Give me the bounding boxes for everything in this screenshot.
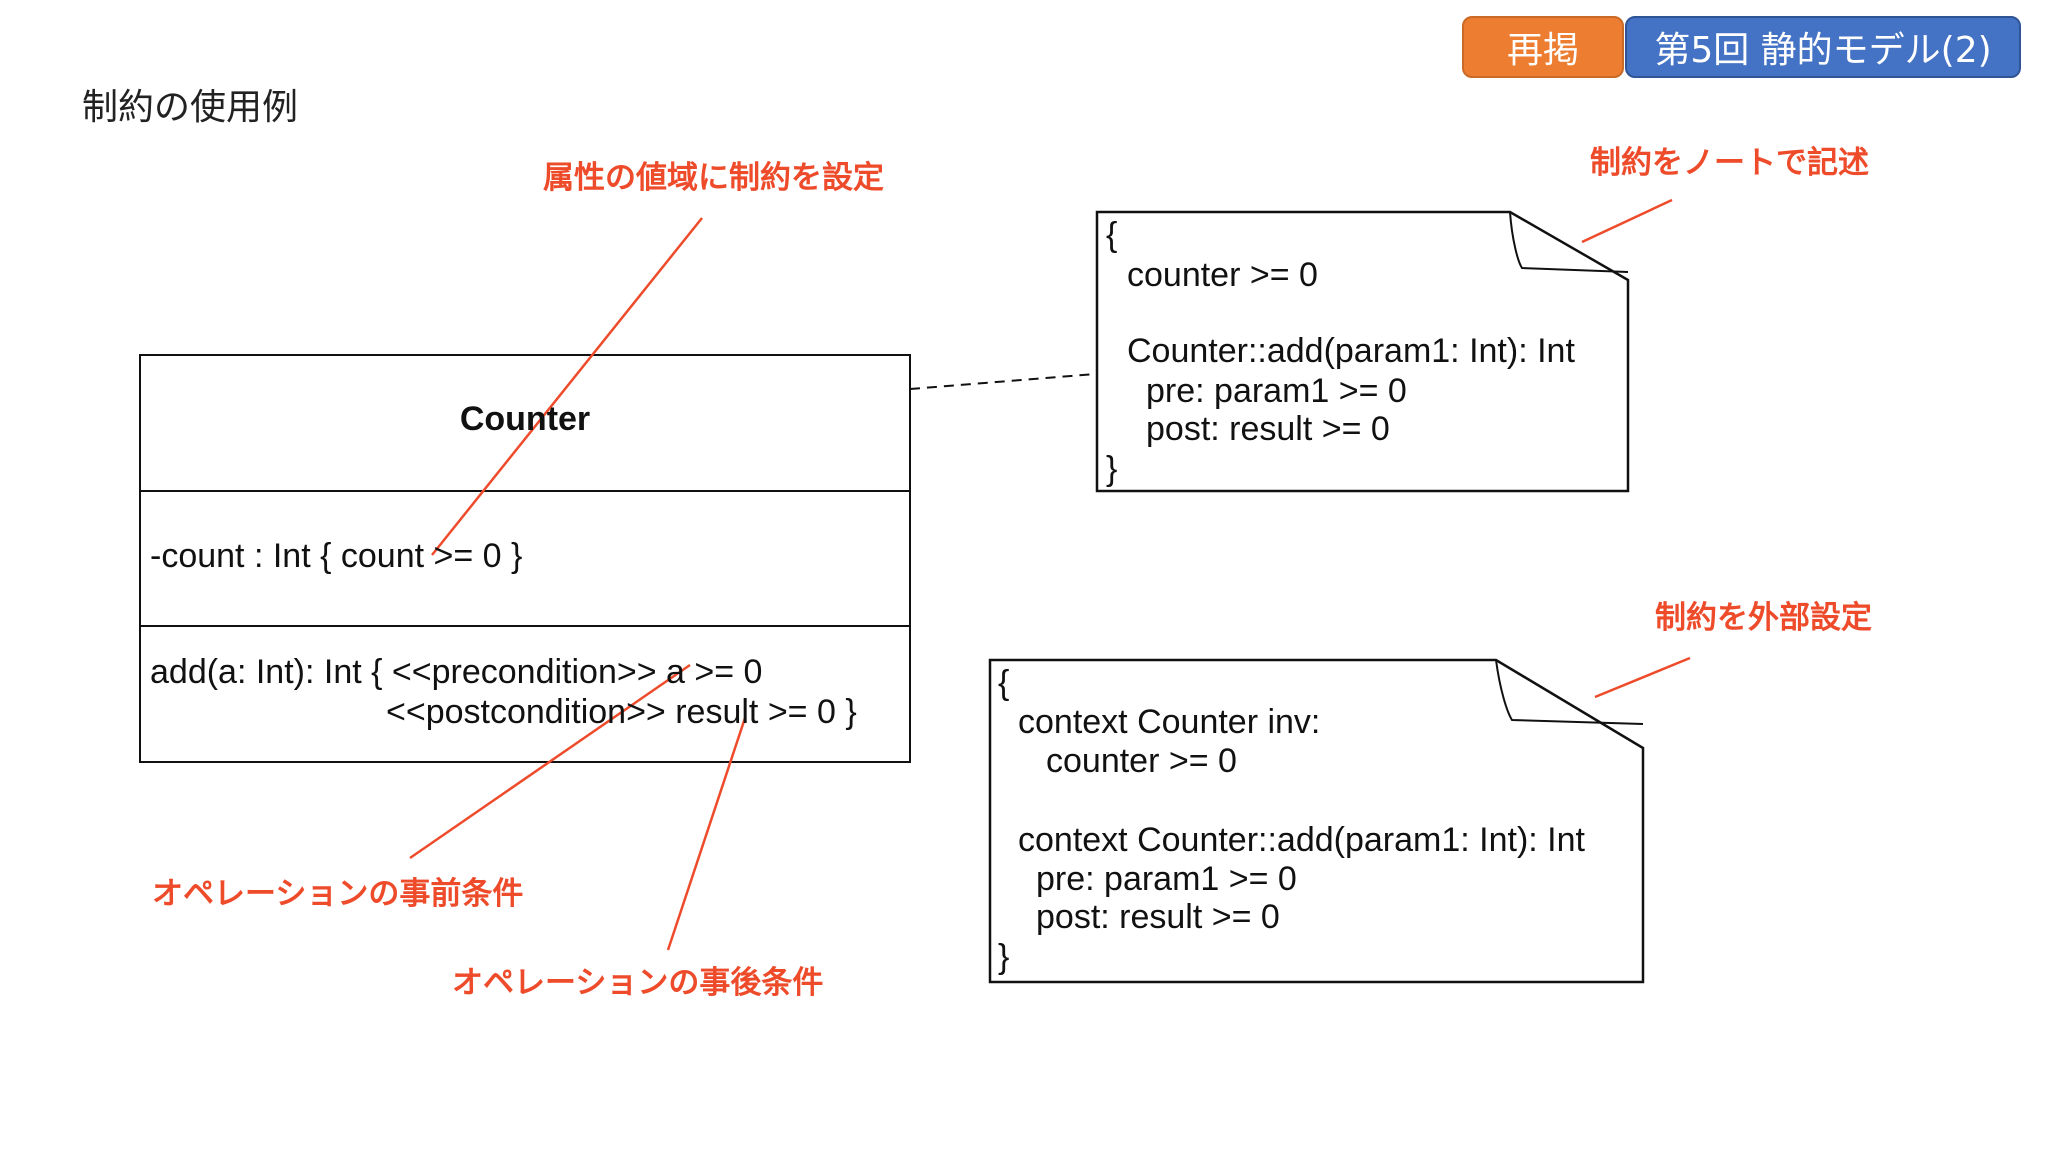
class-box	[139, 354, 911, 763]
note1-line2: Counter::add(param1: Int): Int	[1127, 332, 1575, 370]
note1-close-brace: }	[1106, 450, 1118, 488]
class-operation-line2: <<postcondition>> result >= 0 }	[386, 693, 857, 731]
class-operation-line1: add(a: Int): Int { <<precondition>> a >=…	[150, 653, 763, 691]
leader-post	[666, 717, 747, 951]
note1-line3: pre: param1 >= 0	[1146, 372, 1407, 410]
note2-line2: counter >= 0	[1046, 742, 1237, 780]
note2-line1: context Counter inv:	[1018, 703, 1321, 741]
note1-fold	[1509, 211, 1629, 273]
note2-fold	[1495, 659, 1644, 725]
annotation-postcondition: オペレーションの事後条件	[452, 965, 824, 1001]
leader-pre	[409, 663, 691, 860]
class-name: Counter	[459, 400, 591, 438]
note1-line1: counter >= 0	[1127, 256, 1318, 294]
slide-title: 制約の使用例	[82, 87, 299, 128]
leader-external	[1594, 656, 1691, 699]
note2-open-brace: {	[998, 664, 1010, 702]
annotation-external: 制約を外部設定	[1655, 600, 1872, 636]
class-attribute: -count : Int { count >= 0 }	[150, 537, 523, 575]
note1-open-brace: {	[1106, 216, 1118, 254]
note2-line5: post: result >= 0	[1036, 898, 1280, 936]
lecture-badge: 第5回 静的モデル(2)	[1625, 16, 2021, 78]
note1-box	[1095, 210, 1630, 493]
note2-line3: context Counter::add(param1: Int): Int	[1018, 821, 1585, 859]
note1-line4: post: result >= 0	[1146, 410, 1390, 448]
leader-attr	[431, 217, 703, 556]
annotation-note: 制約をノートで記述	[1590, 145, 1869, 181]
note2-box	[988, 658, 1645, 984]
annotation-precondition: オペレーションの事前条件	[152, 876, 524, 912]
annotation-attr-domain: 属性の値域に制約を設定	[543, 160, 884, 196]
leader-note	[1581, 198, 1673, 244]
note2-close-brace: }	[998, 938, 1010, 976]
note2-line4: pre: param1 >= 0	[1036, 860, 1297, 898]
note-anchor-line	[909, 373, 1096, 390]
reprint-badge: 再掲	[1462, 16, 1624, 78]
